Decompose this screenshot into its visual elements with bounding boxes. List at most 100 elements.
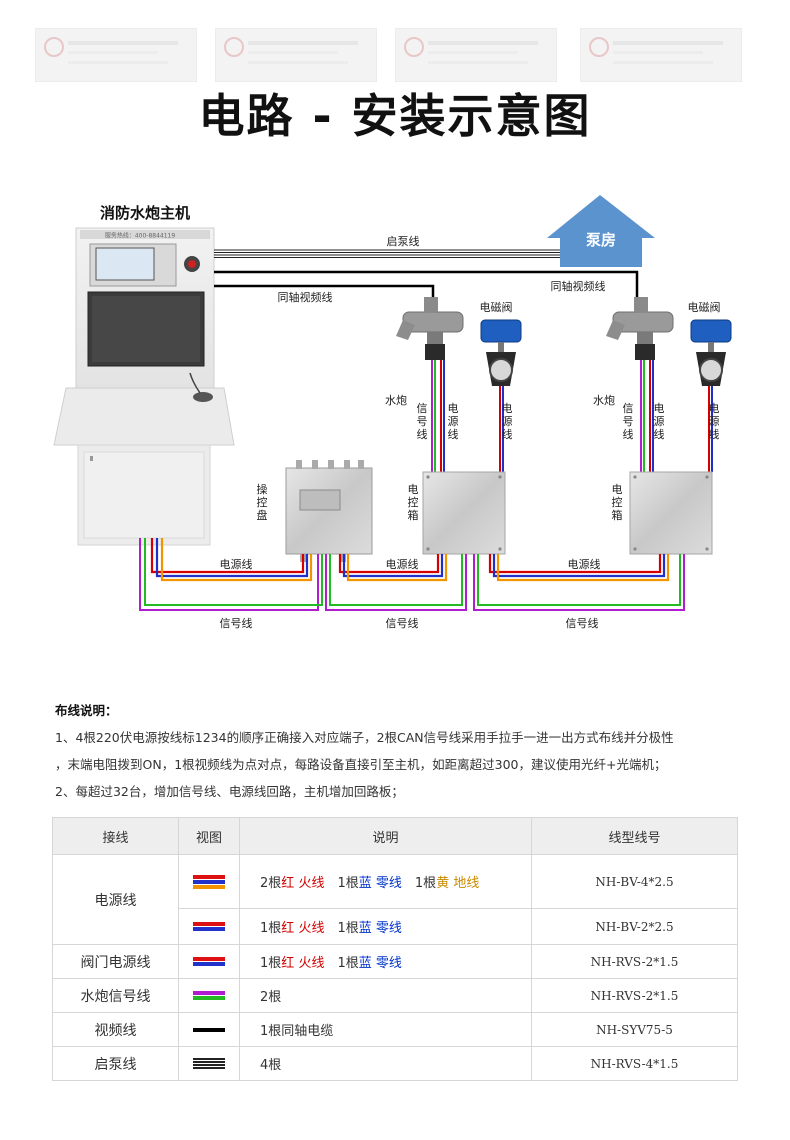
- description-segment: 火线: [298, 876, 325, 891]
- wire-color-swatch: [193, 1027, 225, 1033]
- col-header-model: 线型线号: [531, 817, 738, 855]
- power-line-label-2: 电源线: [386, 557, 419, 571]
- cannon-label: 水炮: [385, 394, 407, 407]
- wire-swatch: [178, 1012, 240, 1047]
- valve-power-vertical-label-2: 电源线: [709, 402, 720, 441]
- row-model: NH-RVS-2*1.5: [531, 944, 738, 979]
- description-segment: 蓝: [358, 956, 372, 971]
- col-header-wiring: 接线: [52, 817, 179, 855]
- certificate-image: [395, 28, 557, 82]
- power-line-label-1: 电源线: [220, 557, 253, 571]
- valve-label: 电磁阀: [480, 300, 513, 314]
- row-model: NH-BV-4*2.5: [531, 854, 738, 909]
- wire-swatch: [178, 1046, 240, 1081]
- description-segment: 火线: [298, 956, 325, 971]
- table-row: 阀门电源线 1根红 火线 1根蓝 零线 NH-RVS-2*1.5: [52, 944, 738, 979]
- coax-label-left: 同轴视频线: [278, 290, 333, 304]
- page-title: 电路 - 安装示意图: [198, 89, 592, 143]
- description-segment: 红: [281, 956, 295, 971]
- description-segment: 2根: [260, 876, 282, 891]
- certificate-thumbnails: [35, 28, 760, 82]
- wire-spec-table: 接线 视图 说明 线型线号 电源线 2根红 火线 1根蓝 零线 1根黄 地线 N…: [52, 817, 738, 1081]
- row-type: 启泵线: [52, 1046, 179, 1081]
- power-line-vertical-label: 电源线: [448, 402, 459, 441]
- col-header-description: 说明: [239, 817, 532, 855]
- control-box-label: 电控箱: [408, 483, 419, 522]
- table-row: 启泵线 4根 NH-RVS-4*1.5: [52, 1046, 738, 1081]
- row-type: 视频线: [52, 1012, 179, 1047]
- row-description: 1根同轴电缆: [239, 1012, 532, 1047]
- description-segment: 2根: [260, 990, 282, 1005]
- row-model: NH-RVS-2*1.5: [531, 978, 738, 1013]
- valve-power-vertical-label: 电源线: [502, 402, 513, 441]
- certificate-image: [580, 28, 742, 82]
- bottom-power-lines: [150, 538, 670, 582]
- row-model: NH-SYV75-5: [531, 1012, 738, 1047]
- wire-swatch: [178, 908, 240, 945]
- power-line-label-3: 电源线: [568, 557, 601, 571]
- water-cannon-2: [606, 297, 674, 360]
- control-box-2: [629, 471, 713, 555]
- description-segment: 1根: [260, 921, 282, 936]
- pump-house-label: 泵房: [586, 231, 616, 249]
- description-segment: 蓝: [358, 876, 372, 891]
- description-segment: 零线: [375, 956, 402, 971]
- notes-line: ，末端电阻拨到ON，1根视频线为点对点，每路设备直接引至主机，如距离超过300，…: [55, 757, 667, 772]
- table-row: 水炮信号线 2根 NH-RVS-2*1.5: [52, 978, 738, 1013]
- wiring-notes: 布线说明： 1、4根220伏电源按线标1234的顺序正确接入对应端子，2根CAN…: [55, 697, 755, 805]
- wire-color-swatch: [193, 990, 225, 1001]
- cannon-label-2: 水炮: [593, 394, 615, 407]
- bottom-signal-lines: [139, 538, 685, 611]
- row-type: 电源线: [52, 854, 179, 945]
- description-segment: 1根同轴电缆: [260, 1024, 334, 1039]
- start-pump-line-label: 启泵线: [387, 234, 420, 248]
- fire-cannon-host: 服务热线：400-8844119: [53, 227, 235, 546]
- row-model: NH-BV-2*2.5: [531, 908, 738, 945]
- certificate-image: [215, 28, 377, 82]
- control-panel-label: 操控盘: [257, 482, 268, 522]
- description-segment: 红: [281, 921, 295, 936]
- row-description: 2根红 火线 1根蓝 零线 1根黄 地线: [239, 854, 532, 909]
- description-segment: 1根: [337, 921, 359, 936]
- host-label: 消防水炮主机: [100, 204, 190, 222]
- start-pump-line: [214, 249, 560, 258]
- solenoid-valve-2: [690, 319, 732, 386]
- control-box-label-2: 电控箱: [612, 483, 623, 522]
- wire-swatch: [178, 944, 240, 979]
- row-description: 4根: [239, 1046, 532, 1081]
- table-row: 电源线 2根红 火线 1根蓝 零线 1根黄 地线 NH-BV-4*2.5: [52, 854, 738, 945]
- control-panel-box: [285, 460, 373, 562]
- row-type: 水炮信号线: [52, 978, 179, 1013]
- description-segment: 蓝: [358, 921, 372, 936]
- row-model: NH-RVS-4*1.5: [531, 1046, 738, 1081]
- description-segment: 地线: [453, 876, 480, 891]
- description-segment: 零线: [375, 876, 402, 891]
- description-segment: 1根: [260, 956, 282, 971]
- wire-color-swatch: [193, 874, 225, 890]
- description-segment: 红: [281, 876, 295, 891]
- wire-swatch: [178, 854, 240, 909]
- signal-line-vertical-label: 信号线: [417, 402, 428, 441]
- unit1-vertical-wires: [431, 360, 504, 472]
- description-segment: 1根: [414, 876, 437, 891]
- unit2-vertical-wires: [640, 360, 713, 472]
- row-description: 1根红 火线 1根蓝 零线: [239, 944, 532, 979]
- notes-heading: 布线说明：: [55, 703, 118, 718]
- row-type: 阀门电源线: [52, 944, 179, 979]
- row-description: 2根: [239, 978, 532, 1013]
- description-segment: 火线: [298, 921, 325, 936]
- wire-color-swatch: [193, 1057, 225, 1071]
- certificate-image: [35, 28, 197, 82]
- water-cannon: [396, 297, 464, 360]
- signal-line-label-1: 信号线: [220, 616, 253, 630]
- description-segment: 4根: [260, 1058, 282, 1073]
- wire-swatch: [178, 978, 240, 1013]
- notes-line: 2、每超过32台，增加信号线、电源线回路，主机增加回路板；: [55, 784, 404, 799]
- coax-label-right: 同轴视频线: [551, 279, 606, 293]
- valve-label-2: 电磁阀: [688, 300, 721, 314]
- wire-color-swatch: [193, 956, 225, 967]
- description-segment: 零线: [375, 921, 402, 936]
- solenoid-valve: [480, 319, 522, 386]
- control-box-1: [422, 471, 506, 555]
- wire-color-swatch: [193, 921, 225, 932]
